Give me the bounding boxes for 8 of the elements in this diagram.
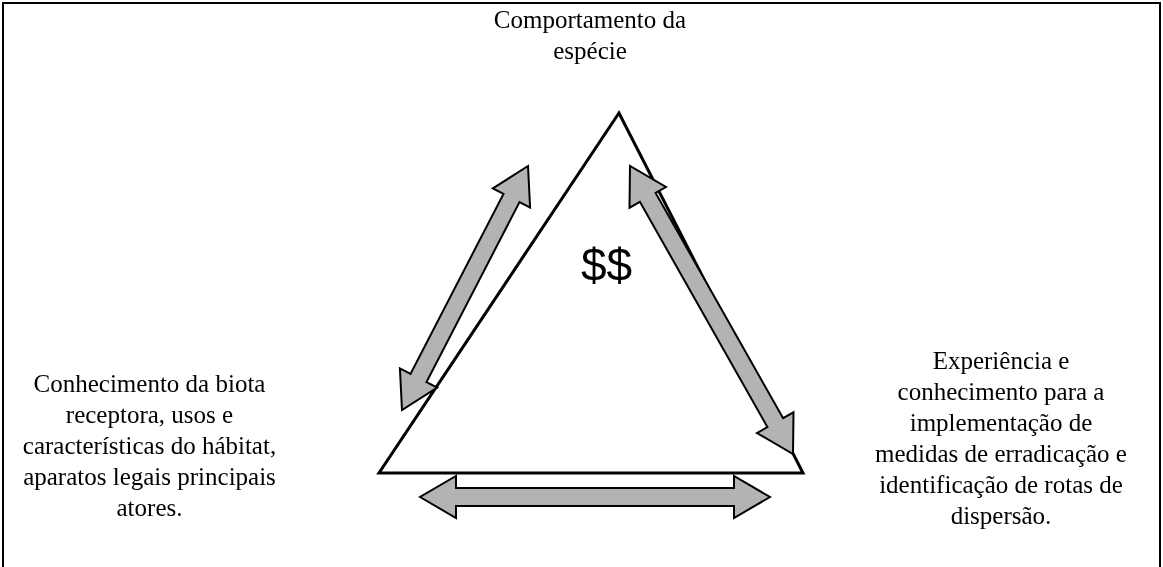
center-symbol: $$	[581, 240, 633, 290]
corner-label: Experiência e conhecimento para a implementação de medidas de erradicação e identificação de rotas de dispersão.	[870, 345, 1132, 560]
corner-label: Conhecimento da biota receptora, usos e características do hábitat, aparatos legais principais atores.	[12, 368, 287, 548]
corner-label: Comportamento da espécie	[480, 4, 700, 66]
double-arrow	[628, 164, 795, 456]
double-arrow	[418, 474, 772, 520]
double-arrow	[398, 164, 532, 412]
triangle-shape	[376, 110, 806, 476]
